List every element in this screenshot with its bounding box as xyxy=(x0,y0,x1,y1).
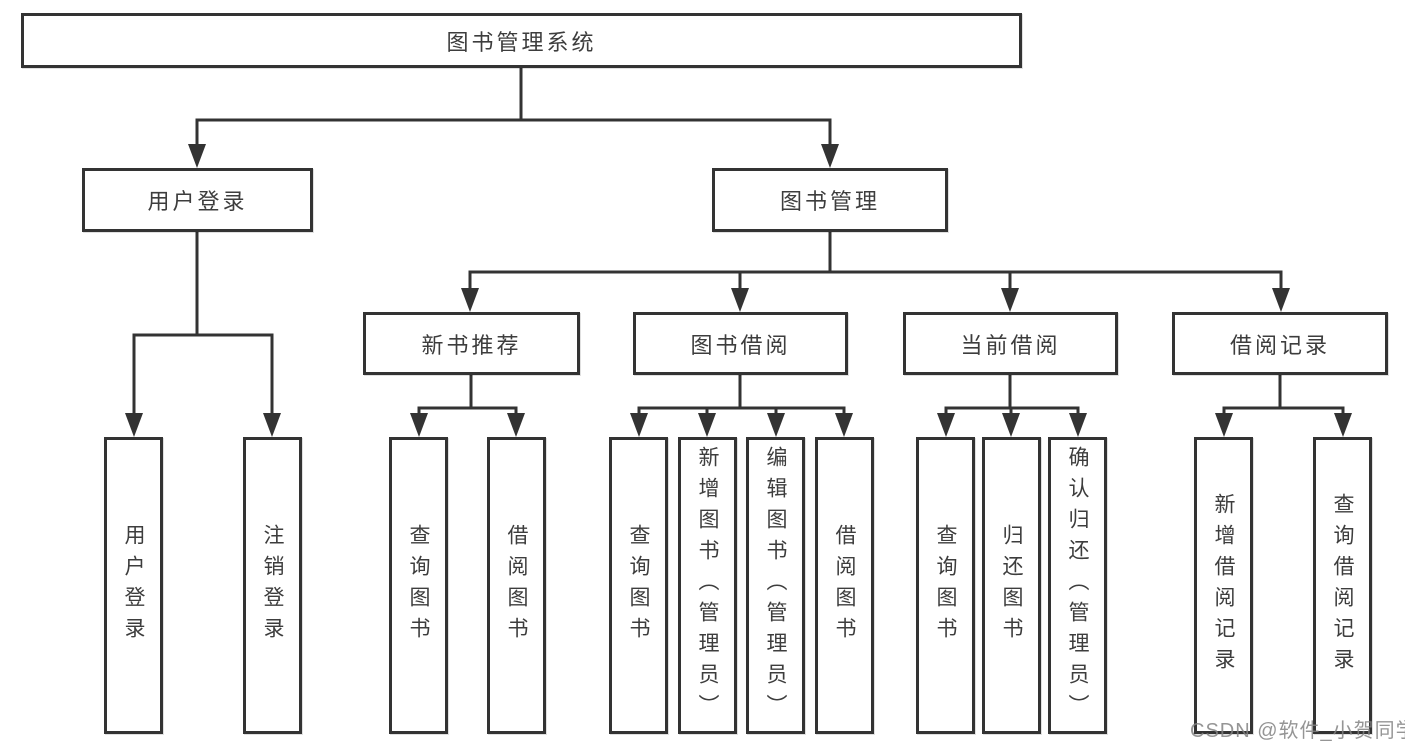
node-borrow-records-label: 借阅记录 xyxy=(1229,332,1330,358)
leaf-user-login-label: 用户登录 xyxy=(122,523,145,648)
leaf-logout-label: 注销登录 xyxy=(261,523,284,648)
node-book-management-label: 图书管理 xyxy=(779,189,880,214)
leaf-borrow-books-label: 借阅图书 xyxy=(833,523,856,648)
leaf-borrow-books: 借阅图书 xyxy=(815,437,874,734)
node-new-book-recommend: 新书推荐 xyxy=(363,312,580,375)
leaf-borrow-books-recommend: 借阅图书 xyxy=(487,437,546,734)
node-root-system-label: 图书管理系统 xyxy=(446,29,597,55)
leaf-return-book: 归还图书 xyxy=(982,437,1041,734)
leaf-edit-book-admin-label: 编辑图书（管理员） xyxy=(764,446,787,725)
leaf-query-books-borrow-label: 查询图书 xyxy=(627,523,650,648)
csdn-watermark: CSDN @软件_小贺同学 xyxy=(1190,720,1405,742)
leaf-query-borrow-record: 查询借阅记录 xyxy=(1313,437,1372,734)
leaf-confirm-return-admin-label: 确认归还（管理员） xyxy=(1066,446,1089,725)
leaf-logout: 注销登录 xyxy=(243,437,302,734)
node-book-management: 图书管理 xyxy=(712,168,948,232)
node-user-login-label: 用户登录 xyxy=(147,189,248,214)
node-user-login: 用户登录 xyxy=(82,168,313,232)
node-new-book-recommend-label: 新书推荐 xyxy=(421,332,522,358)
leaf-add-book-admin-label: 新增图书（管理员） xyxy=(696,446,719,725)
leaf-user-login: 用户登录 xyxy=(104,437,163,734)
leaf-return-book-label: 归还图书 xyxy=(1000,523,1023,648)
leaf-confirm-return-admin: 确认归还（管理员） xyxy=(1048,437,1107,734)
leaf-query-books-current-label: 查询图书 xyxy=(934,523,957,648)
leaf-query-borrow-record-label: 查询借阅记录 xyxy=(1331,492,1354,679)
arrowheads xyxy=(125,144,1352,437)
leaf-query-books-borrow: 查询图书 xyxy=(609,437,668,734)
node-book-borrow: 图书借阅 xyxy=(633,312,848,375)
leaf-query-books-recommend-label: 查询图书 xyxy=(407,523,430,648)
node-current-borrow-label: 当前借阅 xyxy=(960,332,1061,358)
node-current-borrow: 当前借阅 xyxy=(903,312,1118,375)
leaf-query-books-recommend: 查询图书 xyxy=(389,437,448,734)
leaf-add-borrow-record-label: 新增借阅记录 xyxy=(1212,492,1235,679)
leaf-query-books-current: 查询图书 xyxy=(916,437,975,734)
leaf-add-borrow-record: 新增借阅记录 xyxy=(1194,437,1253,734)
node-book-borrow-label: 图书借阅 xyxy=(690,332,791,358)
leaf-add-book-admin: 新增图书（管理员） xyxy=(678,437,737,734)
leaf-edit-book-admin: 编辑图书（管理员） xyxy=(746,437,805,734)
node-borrow-records: 借阅记录 xyxy=(1172,312,1388,375)
node-root-system: 图书管理系统 xyxy=(21,13,1022,68)
leaf-borrow-books-recommend-label: 借阅图书 xyxy=(505,523,528,648)
